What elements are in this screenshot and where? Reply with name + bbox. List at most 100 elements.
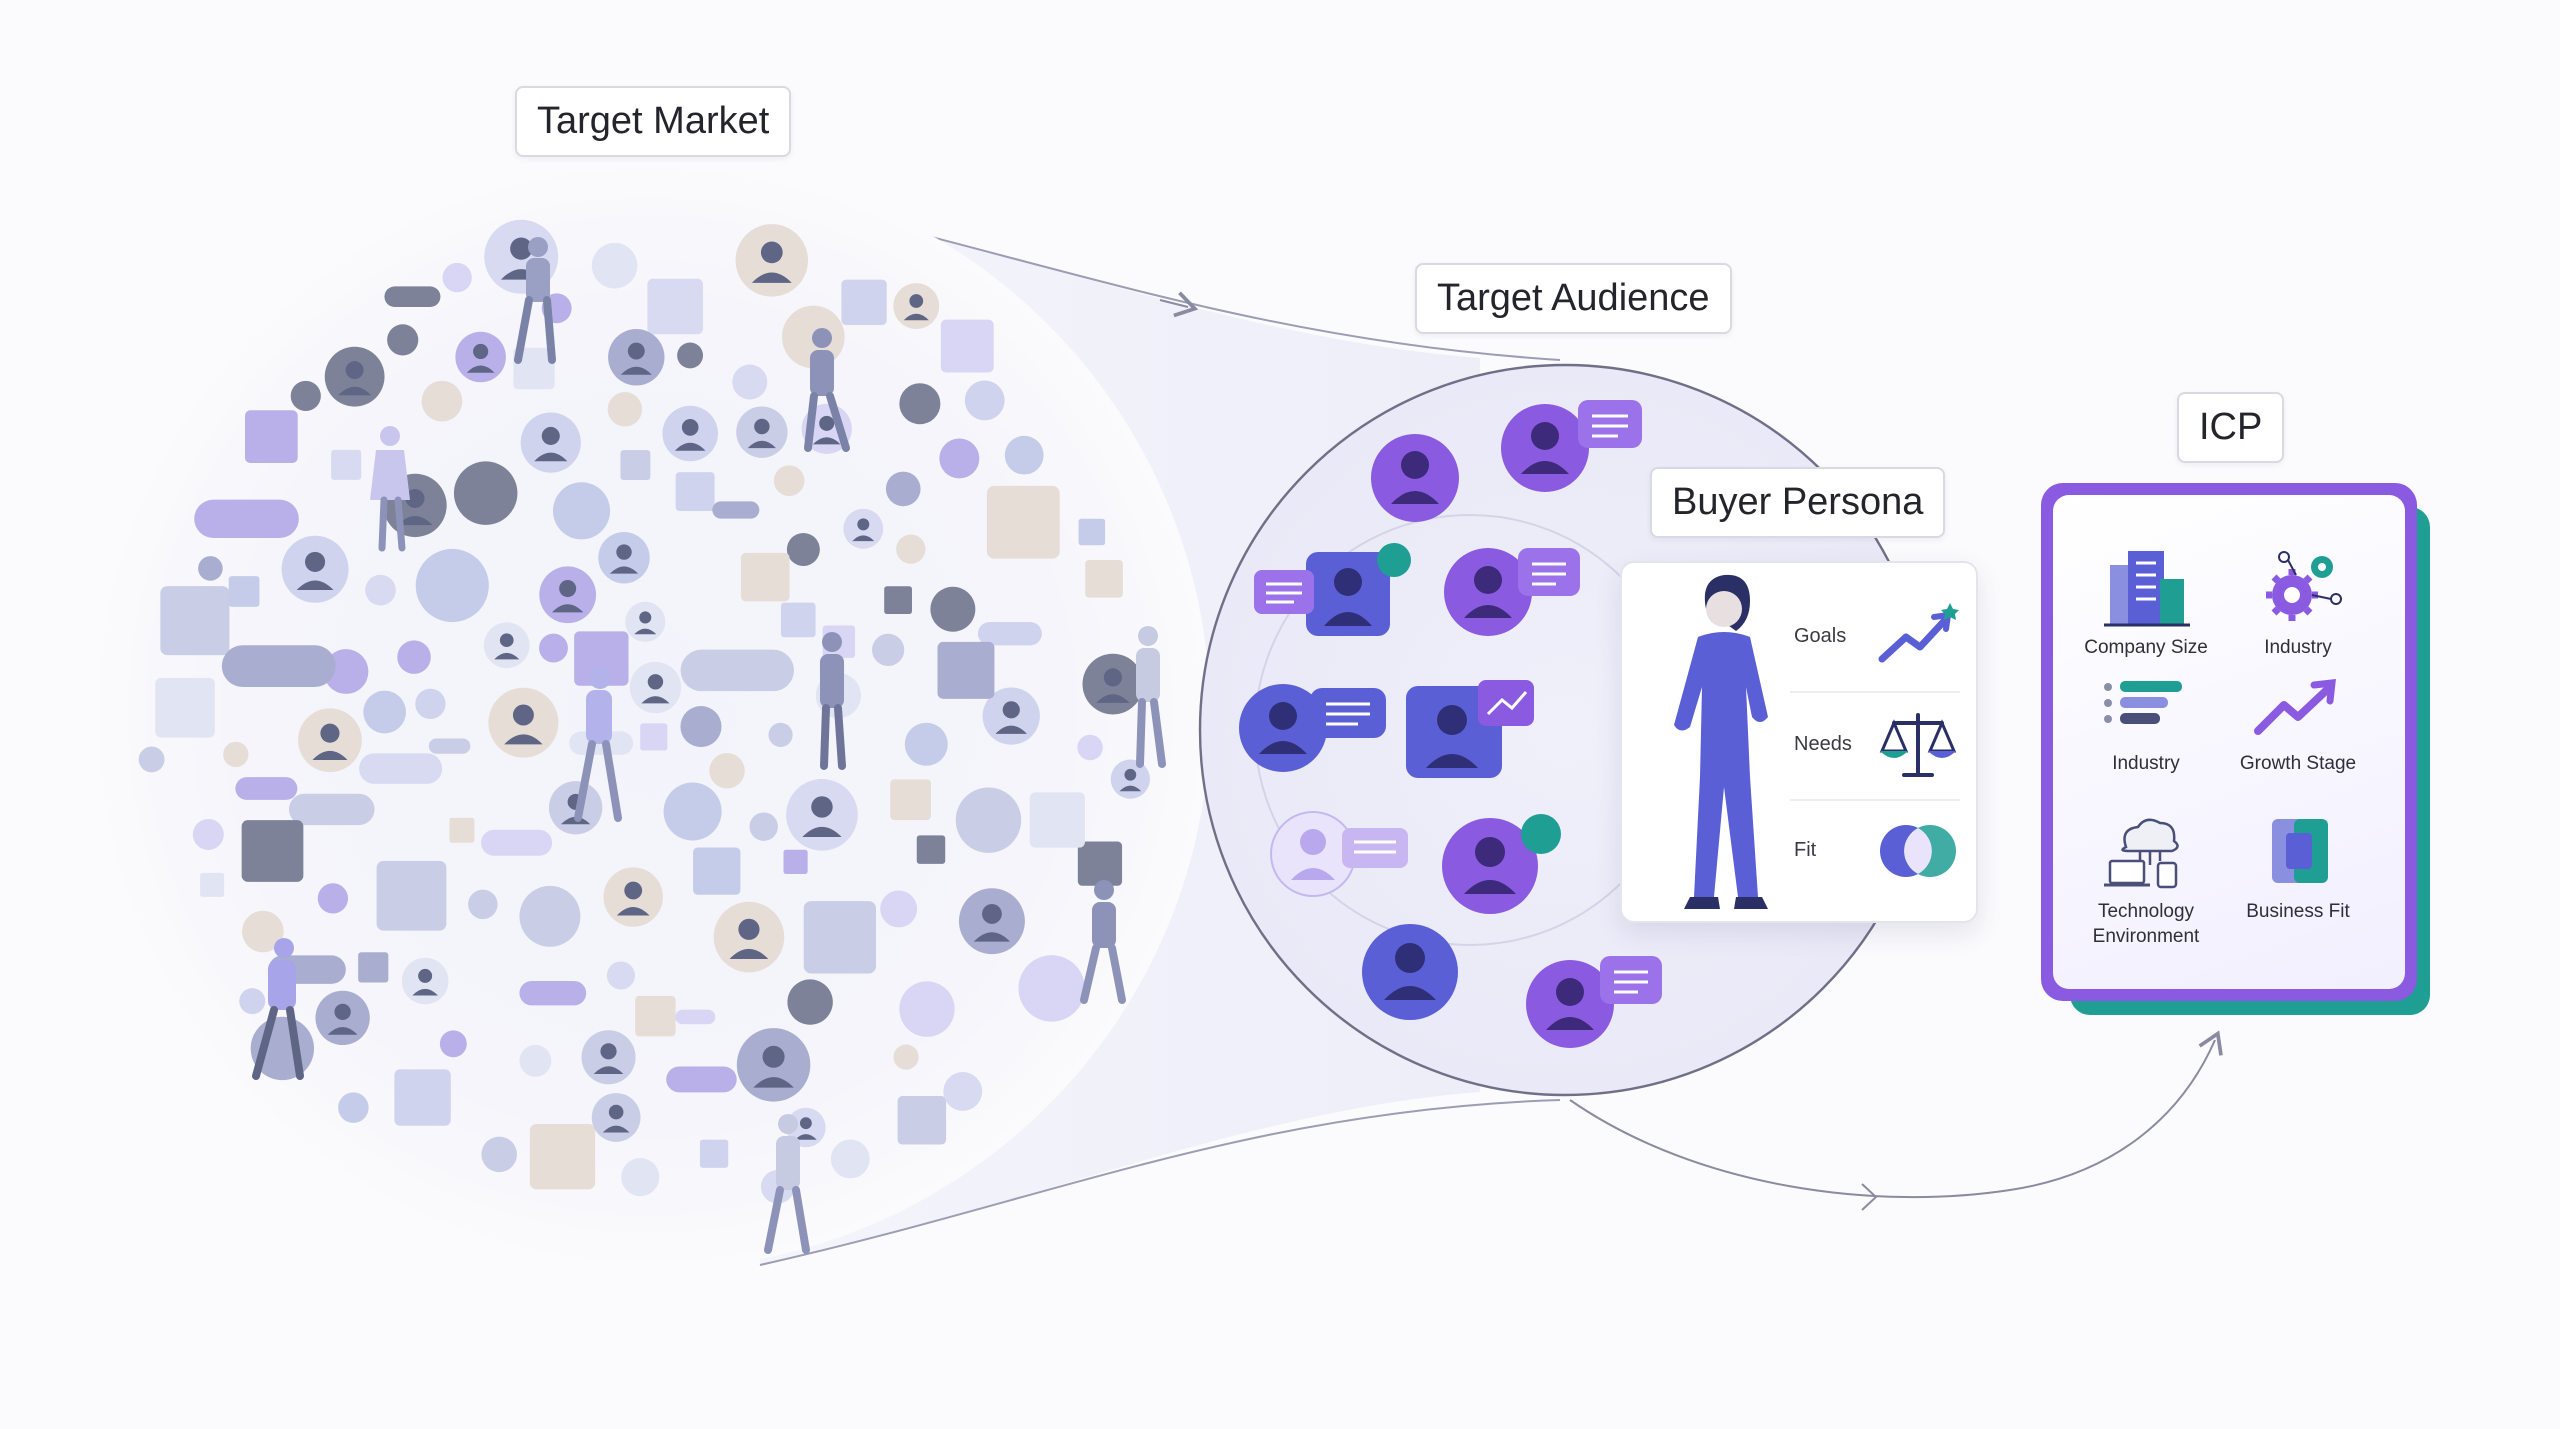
- audience-avatar: [1239, 684, 1386, 772]
- crowd-shape: [288, 793, 375, 826]
- icp-item-label: Technology Environment: [2092, 901, 2200, 947]
- crowd-avatar: [713, 901, 785, 973]
- crowd-shape: [363, 690, 407, 734]
- audience-avatar: [1254, 543, 1411, 636]
- crowd-shape: [677, 342, 704, 369]
- crowd-avatar: [629, 661, 682, 714]
- persona-goals-row: Goals: [1790, 587, 1960, 693]
- buyer-persona-label: Buyer Persona: [1650, 467, 1946, 538]
- crowd-shape: [519, 885, 581, 947]
- crowd-avatar: [483, 622, 530, 669]
- crowd-shape: [780, 602, 816, 638]
- icp-item-growth-stage: Growth Stage: [2213, 673, 2383, 776]
- icp-item-industry: Industry: [2213, 545, 2383, 660]
- crowd-shape: [897, 1096, 947, 1145]
- crowd-avatar: [520, 412, 581, 473]
- crowd-avatar: [198, 556, 223, 581]
- crowd-shape: [428, 738, 471, 754]
- trend-star-icon: [1878, 603, 1959, 663]
- crowd-shape: [937, 641, 995, 699]
- persona-goals-label: Goals: [1794, 625, 1847, 647]
- crowd-avatar: [581, 1030, 636, 1085]
- bars-list-icon: [2104, 681, 2182, 724]
- arrow-audience-to-icp: [1569, 1030, 2223, 1199]
- audience-avatar: [1442, 814, 1561, 914]
- crowd-shape: [223, 741, 249, 768]
- persona-figure-icon: [1674, 574, 1768, 909]
- crowd-shape: [468, 889, 498, 920]
- crowd-shape: [513, 347, 555, 390]
- walking-person-figure: [1080, 880, 1126, 1004]
- crowd-avatar: [442, 262, 472, 293]
- crowd-shape: [421, 380, 463, 422]
- crowd-shape: [194, 499, 299, 539]
- crowd-avatar: [488, 687, 559, 758]
- crowd-shape: [620, 450, 651, 480]
- icp-item-label: Business Fit: [2246, 901, 2350, 922]
- crowd-avatar: [315, 990, 370, 1046]
- target-audience-label: Target Audience: [1415, 263, 1732, 334]
- crowd-shape: [200, 872, 225, 897]
- crowd-shape: [647, 278, 703, 335]
- icp-item-label: Industry: [2112, 753, 2180, 774]
- crowd-shape: [376, 860, 447, 931]
- crowd-shape: [732, 364, 768, 400]
- crowd-avatar: [896, 534, 926, 564]
- icp-card-inner: Company Size Industry Industry: [2053, 495, 2405, 989]
- crowd-shape: [1077, 734, 1103, 761]
- crowd-shape: [635, 995, 676, 1037]
- arrow-market-to-audience: [1159, 291, 1199, 318]
- walking-person-figure: [764, 1114, 810, 1254]
- crowd-shape: [539, 633, 568, 663]
- standing-person-figure: [370, 426, 410, 552]
- crowd-shape: [591, 242, 638, 289]
- persona-needs-row: Needs: [1790, 695, 1960, 801]
- crowd-avatar: [606, 961, 635, 990]
- standing-person-figure: [820, 632, 846, 770]
- icp-item-company-size: Company Size: [2061, 545, 2231, 660]
- crowd-shape: [666, 1066, 737, 1093]
- icp-item-label: Company Size: [2084, 637, 2208, 658]
- crowd-avatar: [603, 867, 663, 927]
- crowd-shape: [519, 980, 587, 1006]
- crowd-avatar: [736, 406, 788, 458]
- crowd-shape: [675, 472, 715, 512]
- crowd-avatar: [773, 465, 805, 497]
- crowd-shape: [899, 981, 955, 1037]
- crowd-shape: [977, 621, 1042, 646]
- crowd-shape: [221, 645, 336, 687]
- crowd-shape: [552, 482, 611, 540]
- icp-item-business-fit: Business Fit: [2213, 813, 2383, 924]
- crowd-shape: [699, 1139, 729, 1168]
- crowd-shape: [940, 319, 994, 373]
- audience-avatar: [1501, 400, 1642, 492]
- crowd-shape: [439, 1030, 467, 1058]
- crowd-shape: [786, 532, 820, 566]
- crowd-shape: [384, 286, 441, 307]
- crowd-avatar: [709, 753, 745, 789]
- persona-fit-label: Fit: [1794, 839, 1817, 861]
- crowd-shape: [453, 461, 518, 525]
- crowd-shape: [331, 449, 362, 480]
- persona-fit-row: Fit: [1790, 801, 1960, 907]
- walking-person-figure: [514, 237, 556, 364]
- audience-avatar: [1526, 956, 1662, 1048]
- crowd-avatar: [736, 1028, 811, 1102]
- crowd-avatar: [481, 1136, 517, 1173]
- crowd-shape: [290, 380, 321, 412]
- walking-person-figure: [804, 328, 850, 452]
- crowd-avatar: [843, 508, 884, 549]
- crowd-shape: [916, 835, 946, 864]
- audience-avatar: [1270, 811, 1408, 897]
- crowd-shape: [884, 586, 912, 615]
- crowd-shape: [529, 1123, 596, 1190]
- crowd-shape: [740, 552, 790, 602]
- audience-avatar: [1406, 680, 1534, 778]
- crowd-shape: [394, 1069, 451, 1126]
- target-market-label: Target Market: [515, 86, 792, 157]
- walking-person-figure: [252, 938, 304, 1080]
- crowd-shape: [787, 979, 833, 1025]
- crowd-shape: [574, 631, 629, 686]
- buyer-persona-card: Goals Needs Fit: [1620, 561, 1978, 923]
